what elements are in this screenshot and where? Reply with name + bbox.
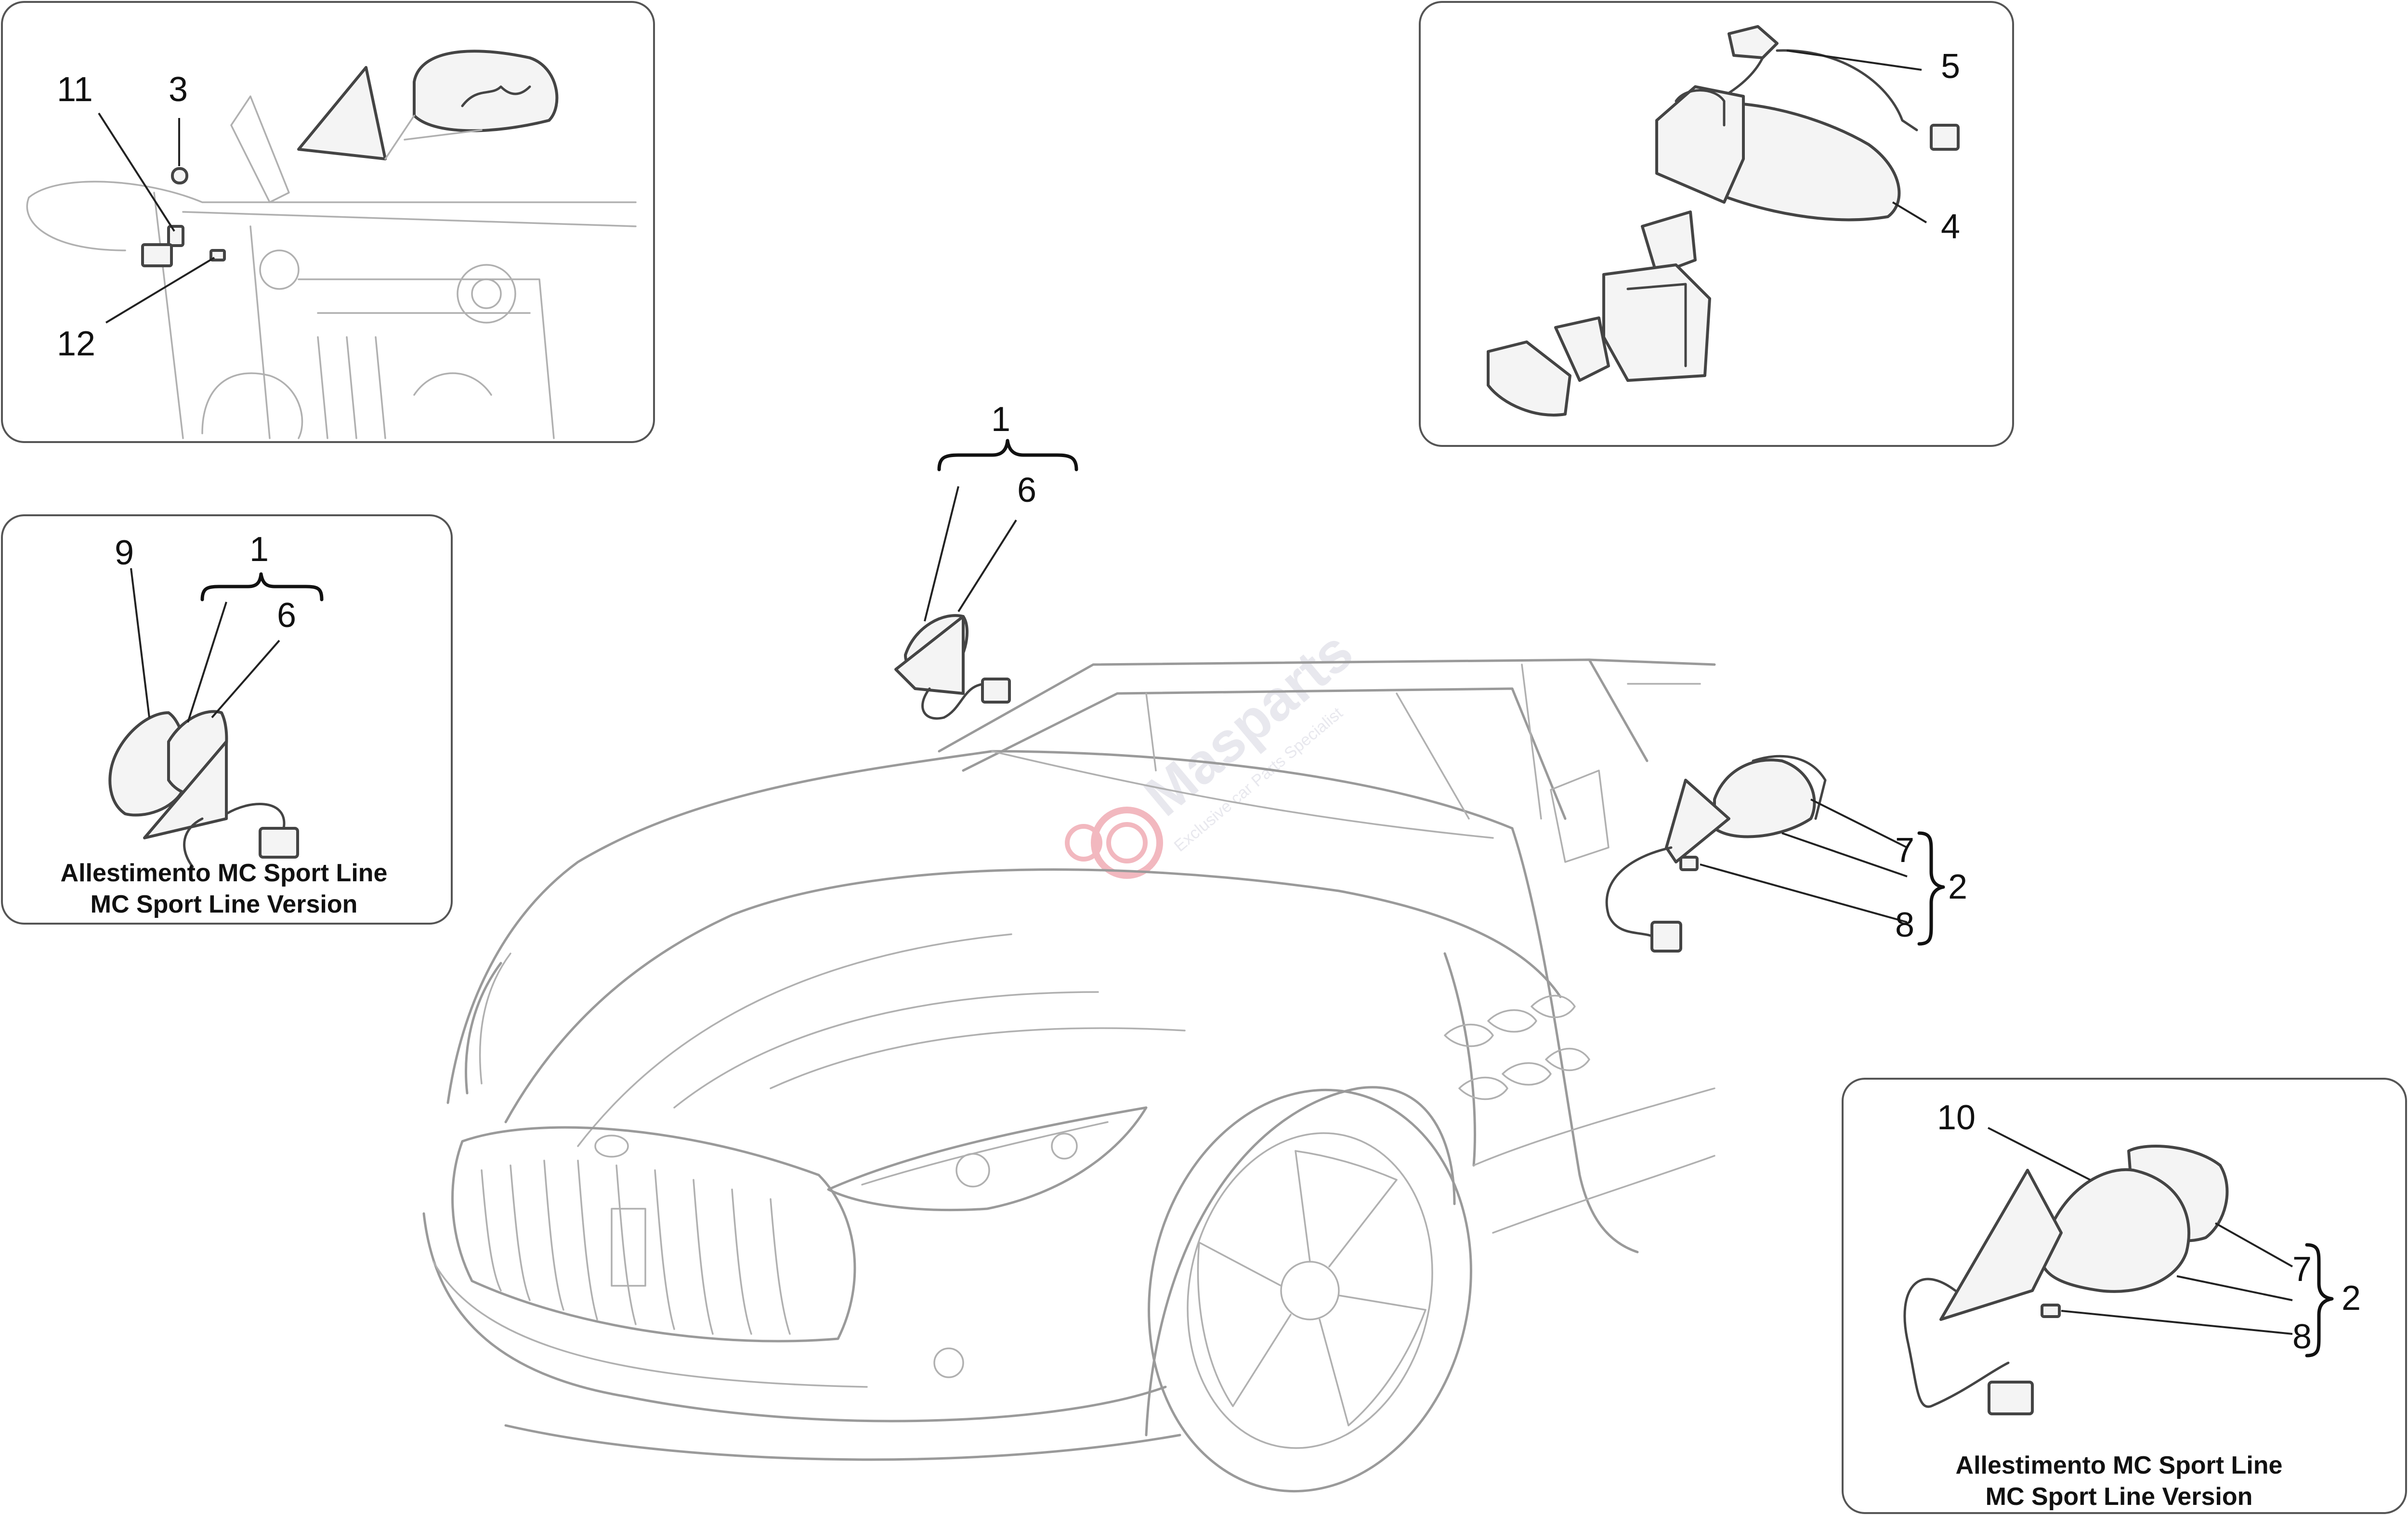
- mc-sport-right-connector: [1988, 1381, 2034, 1415]
- interior-mirror-trim: [1487, 340, 1571, 417]
- part-11-clip: [167, 225, 184, 247]
- door-mirror-glass: [413, 50, 559, 132]
- caption-left-line2: MC Sport Line Version: [91, 890, 358, 918]
- main-mirror-screw: [1679, 856, 1699, 871]
- main-mirror-brace: [1917, 831, 1945, 946]
- center-mirror-assembly: [894, 439, 1078, 720]
- callout-7-br: 7: [2292, 1250, 2312, 1289]
- interior-mirror-body: [1694, 101, 1901, 222]
- center-mirror-cable: [921, 682, 989, 720]
- callout-9: 9: [115, 534, 134, 572]
- door-connector: [141, 243, 173, 267]
- part-3-nut: [171, 167, 188, 184]
- callout-8-br: 8: [2292, 1318, 2312, 1356]
- mc-sport-right-cable: [1903, 1278, 2010, 1408]
- main-mirror-assembly: [1605, 755, 1945, 953]
- mc-sport-mirror-connector: [259, 827, 299, 859]
- callout-8-main: 8: [1895, 906, 1914, 944]
- center-mirror-brace: [937, 439, 1078, 471]
- detail-box-door-panel: [1, 1, 655, 443]
- watermark-logo: [1065, 807, 1163, 879]
- mc-sport-right-base: [1939, 1169, 2063, 1321]
- center-mirror-connector: [981, 678, 1011, 704]
- interior-mirror-cover: [1641, 210, 1697, 276]
- main-mirror-housing: [1713, 758, 1816, 838]
- callout-1-left: 1: [249, 530, 269, 569]
- callout-7-main: 7: [1895, 831, 1914, 870]
- caption-right-line1: Allestimento MC Sport Line: [1956, 1451, 2283, 1479]
- door-mirror-triangle: [297, 66, 387, 160]
- callout-10: 10: [1937, 1098, 1976, 1137]
- caption-left-line1: Allestimento MC Sport Line: [61, 859, 388, 887]
- detail-box-mc-sport-right: Allestimento MC Sport Line MC Sport Line…: [1842, 1078, 2407, 1514]
- interior-mirror-sensor: [1727, 25, 1779, 59]
- detail-box-mc-sport-left: Allestimento MC Sport Line MC Sport Line…: [1, 514, 453, 925]
- callout-11: 11: [57, 70, 93, 109]
- interior-mirror-plug: [1930, 124, 1960, 151]
- watermark: Masparts Exclusive car Parts Specialist: [1065, 619, 1365, 879]
- callout-1-center: 1: [991, 400, 1010, 439]
- interior-mirror-bracket: [1602, 263, 1711, 382]
- callout-3: 3: [169, 70, 188, 109]
- main-mirror-base: [1665, 779, 1730, 863]
- callout-6-left: 6: [277, 596, 296, 635]
- mc-sport-right-brace: [2305, 1243, 2334, 1358]
- car-drawing: [422, 658, 1716, 1493]
- mc-sport-right-housing: [2040, 1168, 2190, 1293]
- main-mirror-cable: [1605, 846, 1673, 940]
- interior-mirror-mount: [1655, 85, 1745, 204]
- mc-sport-right-screw: [2041, 1304, 2061, 1318]
- callout-4: 4: [1941, 208, 1960, 246]
- detail-box-interior-mirror: [1419, 1, 2014, 447]
- center-mirror-base: [894, 615, 965, 695]
- callout-12: 12: [57, 325, 95, 363]
- caption-right-line2: MC Sport Line Version: [1986, 1483, 2253, 1511]
- mc-sport-left-brace: [200, 572, 324, 601]
- main-mirror-connector: [1650, 921, 1682, 953]
- callout-2-main: 2: [1948, 868, 1967, 906]
- mc-sport-mirror-base: [143, 740, 228, 839]
- callout-5: 5: [1941, 47, 1960, 86]
- callout-6-center: 6: [1017, 471, 1036, 509]
- callout-2-br: 2: [2342, 1279, 2361, 1318]
